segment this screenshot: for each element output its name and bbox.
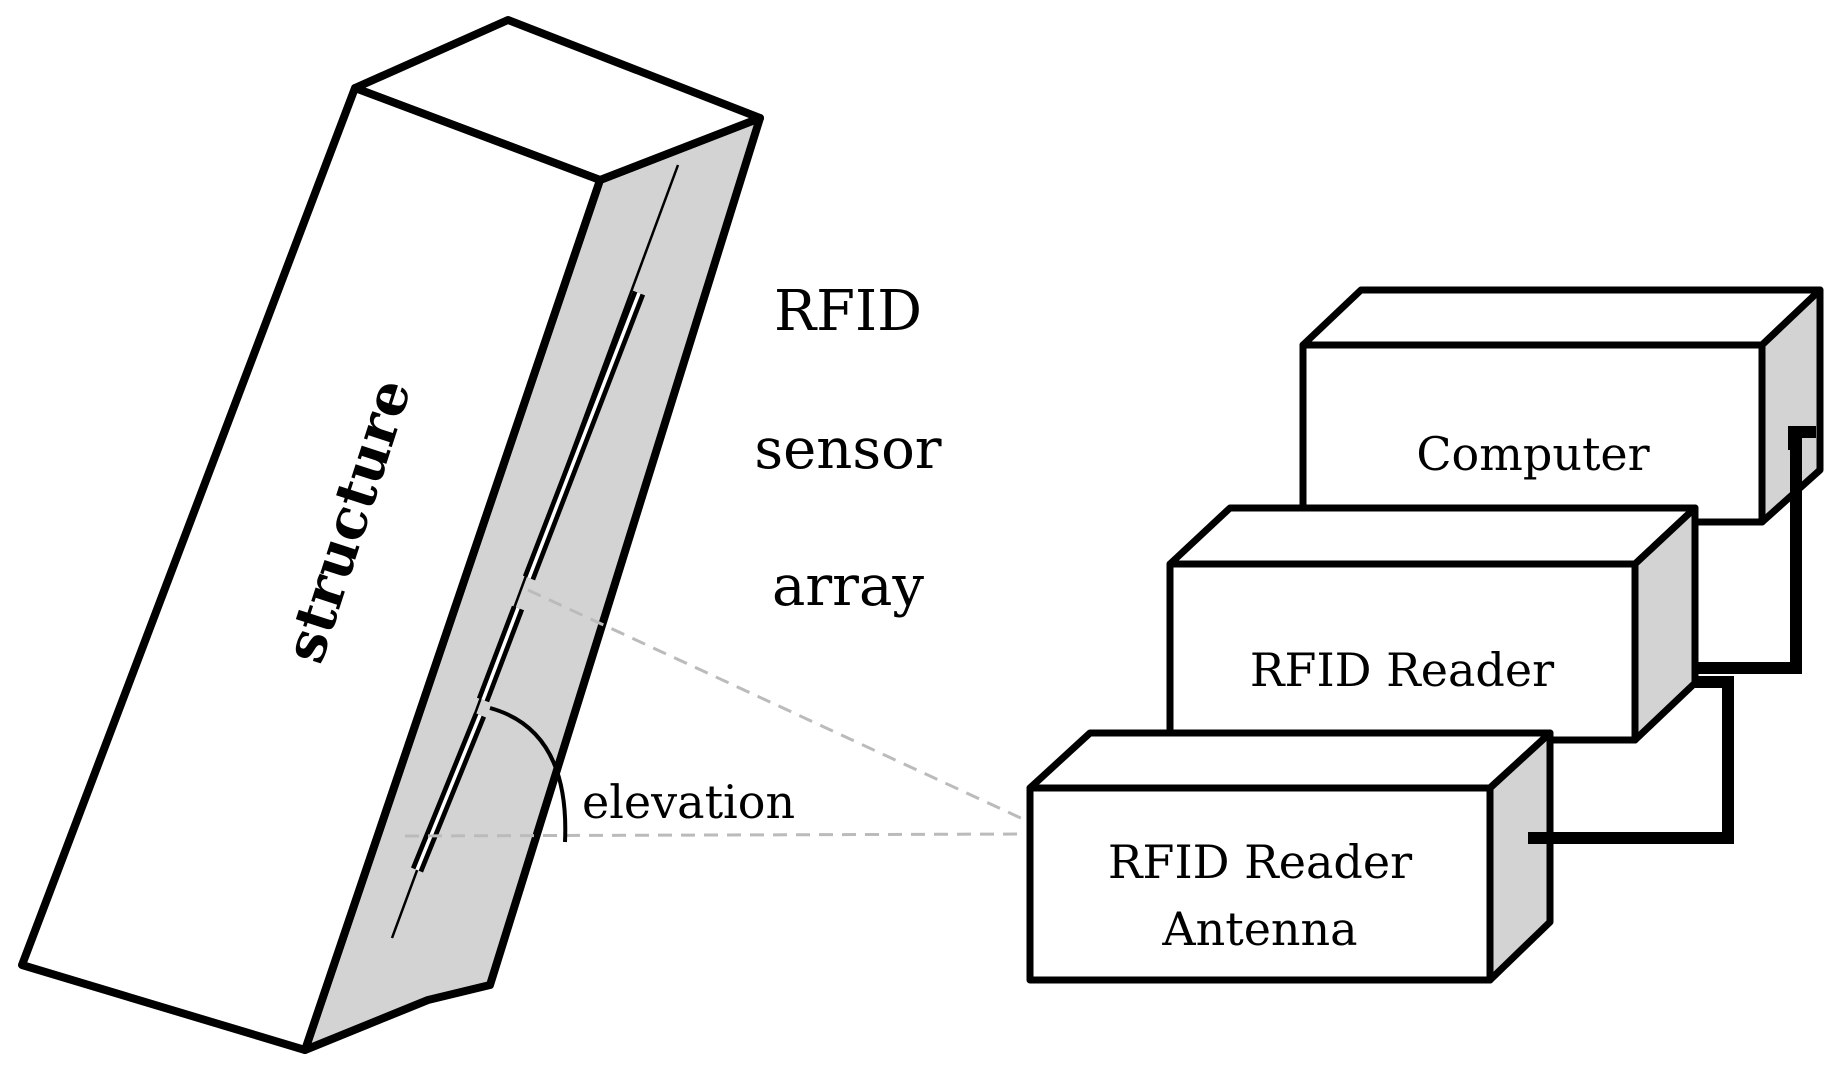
rfid-antenna-box-top	[1026, 729, 1554, 792]
elevation-angle-arc	[489, 706, 568, 843]
computer-port	[1788, 426, 1816, 450]
sensor-array-label-line1: RFID	[774, 279, 922, 344]
rfid-reader-box-top	[1166, 504, 1699, 568]
rfid-reader-label: RFID Reader	[1250, 643, 1554, 697]
sensor-tag	[410, 712, 487, 873]
structure-front-face	[18, 84, 604, 1054]
rfid-antenna-box-front	[1026, 784, 1494, 984]
guide-line-horizontal	[404, 832, 1026, 838]
computer-box-top	[1299, 286, 1824, 349]
computer-box-front	[1299, 341, 1766, 526]
antenna-field-guides	[404, 588, 1026, 838]
computer-box: Computer	[1299, 286, 1824, 526]
rfid-reader-box-front	[1166, 560, 1639, 744]
elevation-label: elevation	[582, 775, 795, 829]
sensor-array-label-line2: sensor	[754, 417, 941, 482]
sensor-array-label: RFID sensor array	[754, 279, 941, 619]
rfid-reader-box: RFID Reader	[1166, 504, 1699, 744]
rfid-antenna-box: RFID Reader Antenna	[1026, 729, 1554, 984]
computer-label: Computer	[1416, 427, 1649, 481]
structure-beam	[18, 16, 764, 1054]
connection-cables	[1528, 426, 1816, 844]
sensor-array-label-line3: array	[772, 554, 924, 619]
rfid-antenna-label-line2: Antenna	[1161, 902, 1357, 956]
rfid-antenna-label-line1: RFID Reader	[1108, 835, 1412, 889]
sensor-tag	[522, 290, 646, 581]
rfid-sensor-array	[410, 290, 646, 873]
cable-antenna-to-reader	[1528, 676, 1734, 844]
sensor-tag	[476, 605, 525, 703]
